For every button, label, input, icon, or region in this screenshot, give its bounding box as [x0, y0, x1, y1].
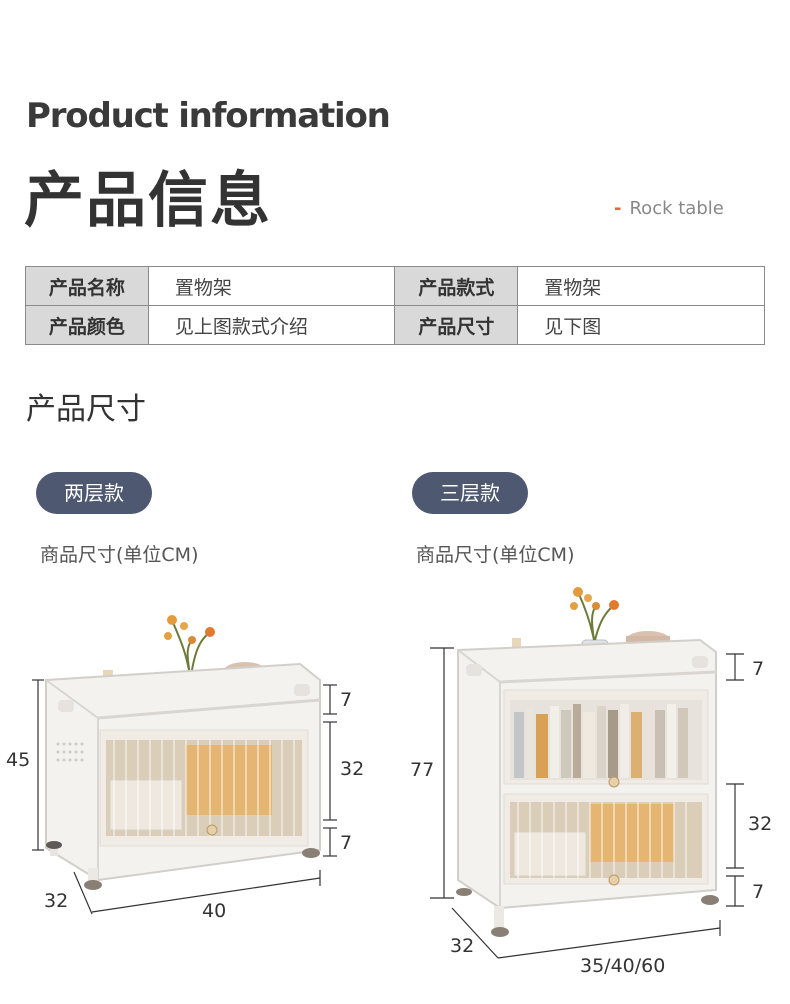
knob-icon	[608, 874, 620, 886]
variant-two-tier-pill: 两层款	[36, 472, 152, 514]
dim-door: 32	[748, 813, 772, 835]
two-tier-shelf: 45 7 32 7 32 40	[6, 615, 364, 922]
dim-height: 45	[6, 749, 30, 771]
table-key: 产品名称	[25, 266, 149, 306]
dim-bottom: 7	[340, 832, 352, 854]
table-key: 产品颜色	[25, 305, 149, 345]
variant-three-tier-pill: 三层款	[412, 472, 528, 514]
table-key: 产品款式	[394, 266, 519, 306]
three-tier-shelf: 77 7 32 7 32 35/40/60	[410, 587, 772, 977]
dim-top: 7	[752, 658, 764, 680]
knob-icon	[608, 776, 620, 788]
dim-depth: 32	[44, 890, 68, 912]
tag-label: Rock table	[629, 198, 724, 219]
unit-label: 商品尺寸(单位CM)	[416, 544, 575, 566]
dim-depth: 32	[450, 935, 474, 957]
table-value: 见下图	[517, 305, 765, 345]
dim-width: 40	[202, 900, 226, 922]
product-dimension-figure: 45 7 32 7 32 40	[6, 587, 772, 977]
knob-icon	[206, 824, 218, 836]
bookshelf-books-icon	[514, 704, 688, 778]
title-english: Product information	[26, 96, 391, 136]
dim-door: 32	[340, 758, 364, 780]
table-value: 置物架	[147, 266, 396, 306]
dim-top: 7	[340, 689, 352, 711]
dim-height: 77	[410, 759, 434, 781]
unit-label: 商品尺寸(单位CM)	[40, 544, 199, 566]
table-key: 产品尺寸	[394, 305, 519, 345]
dash-icon: -	[614, 198, 622, 219]
table-value: 置物架	[517, 266, 765, 306]
product-tag: -Rock table	[614, 198, 724, 219]
section-title: 产品尺寸	[26, 392, 146, 427]
table-row: 产品颜色 见上图款式介绍 产品尺寸 见下图	[25, 305, 765, 345]
dim-width: 35/40/60	[580, 955, 665, 977]
table-row: 产品名称 置物架 产品款式 置物架	[25, 266, 765, 306]
title-chinese: 产品信息	[24, 166, 272, 236]
info-table: 产品名称 置物架 产品款式 置物架 产品颜色 见上图款式介绍 产品尺寸 见下图	[25, 266, 765, 345]
dim-bottom: 7	[752, 881, 764, 903]
table-value: 见上图款式介绍	[147, 305, 396, 345]
